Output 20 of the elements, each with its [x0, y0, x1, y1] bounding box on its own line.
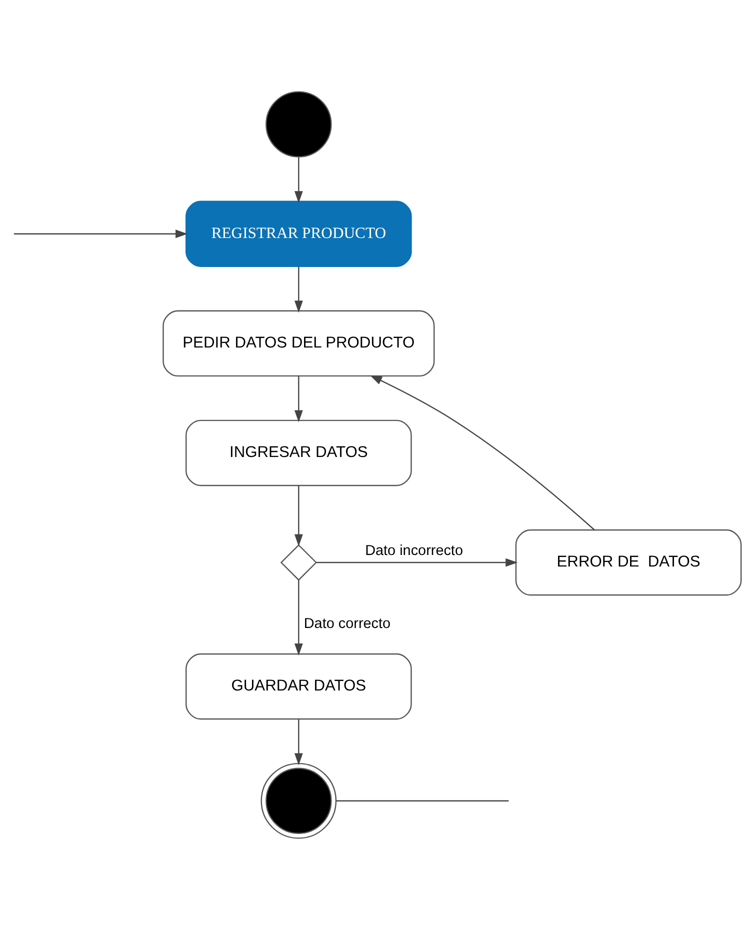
arrow: [370, 374, 595, 530]
arrow: [316, 558, 518, 566]
arrow: [14, 229, 188, 238]
arrow: [294, 580, 303, 656]
node-diamond: [280, 544, 317, 580]
node-bullseye: [260, 762, 337, 838]
arrow: [294, 485, 303, 546]
edge-label: Dato incorrecto: [365, 542, 463, 558]
node-box: PEDIR DATOS DEL PRODUCTO: [162, 310, 435, 376]
node-circle: [266, 90, 332, 157]
node-box: GUARDAR DATOS: [186, 652, 412, 720]
arrow: [294, 156, 303, 203]
arrow: [294, 719, 303, 765]
arrow: [294, 376, 303, 422]
connector: [336, 800, 509, 801]
edge-label: Dato correcto: [304, 616, 391, 632]
arrow: [294, 266, 303, 312]
node-box: ERROR DE DATOS: [515, 528, 742, 596]
node-box: INGRESAR DATOS: [186, 419, 412, 486]
node-box: REGISTRAR PRODUCTO: [186, 200, 412, 266]
